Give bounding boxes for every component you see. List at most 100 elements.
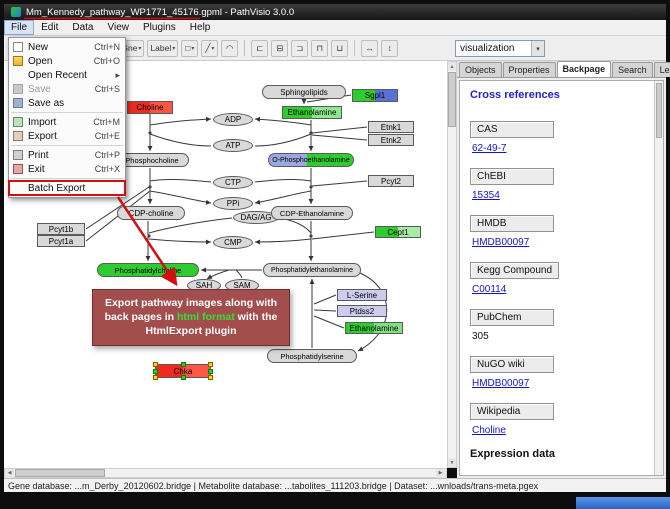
scroll-up-icon[interactable]: ▲ xyxy=(448,62,456,71)
xref-link[interactable]: 15354 xyxy=(472,190,500,201)
align-left-button[interactable]: ⊏ xyxy=(251,39,269,57)
selection-handle[interactable] xyxy=(181,362,186,367)
xref-source-name: ChEBI xyxy=(470,168,554,185)
xref-link[interactable]: HMDB00097 xyxy=(472,378,530,389)
tab-backpage[interactable]: Backpage xyxy=(556,61,612,77)
pathway-node-ethanolamine-top[interactable]: Ethanolamine xyxy=(282,106,342,119)
selection-handle[interactable] xyxy=(153,362,158,367)
align-top-button[interactable]: ⊓ xyxy=(311,39,329,57)
selection-handle[interactable] xyxy=(153,369,158,374)
pathway-node-etnk1[interactable]: Etnk1 xyxy=(368,121,414,133)
pathway-node-l-serine[interactable]: L-Serine xyxy=(337,289,387,301)
pathway-node-phosphatidylserine[interactable]: Phosphatidylserine xyxy=(267,349,357,363)
pathway-node-cept1[interactable]: Cept1 xyxy=(375,226,421,238)
export-icon xyxy=(13,131,23,141)
align-bottom-button[interactable]: ⊔ xyxy=(331,39,349,57)
pathway-node-choline[interactable]: Choline xyxy=(127,101,173,114)
sidebar-scrollbar[interactable] xyxy=(654,81,663,475)
new-line-button[interactable]: ╱▾ xyxy=(201,39,219,57)
pathway-node-pcyt2[interactable]: Pcyt2 xyxy=(368,175,414,187)
new-label-button[interactable]: Label▾ xyxy=(147,39,179,57)
pathway-node-ptdss2[interactable]: Ptdss2 xyxy=(337,305,387,317)
callout-text-after: with the HtmlExport plugin xyxy=(145,311,278,338)
backpage-header: Cross references xyxy=(470,89,560,101)
pathway-node-phosphatidylethanolamine[interactable]: Phosphatidylethanolamine xyxy=(263,263,361,277)
submenu-arrow-icon: ▸ xyxy=(115,69,120,80)
scrollbar-thumb[interactable] xyxy=(15,469,105,477)
statusbar: Gene database: ...m_Derby_20120602.bridg… xyxy=(4,478,666,492)
new-shape-button[interactable]: □▾ xyxy=(181,39,199,57)
xref-link[interactable]: HMDB00097 xyxy=(472,237,530,248)
xref-link[interactable]: 62-49-7 xyxy=(472,143,507,154)
menu-edit[interactable]: Edit xyxy=(41,22,59,33)
menu-data[interactable]: Data xyxy=(72,22,94,33)
callout-text: Export pathway images along with back pa… xyxy=(104,297,278,324)
menu-file[interactable]: File xyxy=(4,20,35,35)
selection-handle[interactable] xyxy=(208,369,213,374)
scroll-left-icon[interactable]: ◀ xyxy=(5,468,14,478)
pathway-node-phosphatidylcholine[interactable]: Phosphatidylcholine xyxy=(97,263,199,277)
tab-properties[interactable]: Properties xyxy=(502,62,556,77)
file-menu-item-open-recent[interactable]: Open Recent▸ xyxy=(9,68,125,82)
distribute-vertical-button[interactable]: ↕ xyxy=(381,39,399,57)
pathway-node-ethanolamine-bottom[interactable]: Ethanolamine xyxy=(345,322,403,334)
menu-shortcut: Ctrl+N xyxy=(94,42,120,52)
xref-link[interactable]: Choline xyxy=(472,425,506,436)
scrollbar-thumb[interactable] xyxy=(656,83,662,138)
selection-handle[interactable] xyxy=(208,375,213,380)
scroll-right-icon[interactable]: ▶ xyxy=(436,468,445,478)
pathway-node-sphingolipids[interactable]: Sphingolipids xyxy=(262,85,346,99)
menu-help[interactable]: Help xyxy=(189,22,211,33)
pathway-node-pcyt1a[interactable]: Pcyt1a xyxy=(37,235,85,247)
selection-handle[interactable] xyxy=(181,375,186,380)
pathway-node-atp[interactable]: ATP xyxy=(213,139,253,152)
pathway-node-ppi[interactable]: PPi xyxy=(213,197,253,210)
align-center-button[interactable]: ⊟ xyxy=(271,39,289,57)
menu-separator xyxy=(11,178,123,179)
align-right-button[interactable]: ⊐ xyxy=(291,39,309,57)
dropdown-arrow-icon[interactable]: ▾ xyxy=(531,41,544,56)
scrollbar-thumb[interactable] xyxy=(448,72,456,127)
canvas-vertical-scrollbar[interactable]: ▲ ▼ xyxy=(447,61,457,468)
canvas-horizontal-scrollbar[interactable]: ◀ ▶ xyxy=(4,468,447,478)
new-arc-button[interactable]: ◠ xyxy=(221,39,239,57)
pathway-node-sgpl1[interactable]: Sgpl1 xyxy=(352,89,398,102)
distribute-horizontal-button[interactable]: ↔ xyxy=(361,39,379,57)
pathway-node-pcyt1b[interactable]: Pcyt1b xyxy=(37,223,85,235)
save-as-icon xyxy=(13,98,23,108)
file-menu-item-batch-export[interactable]: Batch Export xyxy=(8,180,126,196)
annotation-callout: Export pathway images along with back pa… xyxy=(92,289,290,346)
menu-view[interactable]: View xyxy=(107,22,129,33)
menu-plugins[interactable]: Plugins xyxy=(142,22,176,33)
selection-handle[interactable] xyxy=(153,375,158,380)
pathway-node-phosphocholine[interactable]: Phosphocholine xyxy=(115,153,189,167)
pathway-node-cmp[interactable]: CMP xyxy=(213,236,253,249)
tab-search[interactable]: Search xyxy=(612,62,653,77)
pathway-node-ctp[interactable]: CTP xyxy=(213,176,253,189)
pathway-node-adp[interactable]: ADP xyxy=(213,113,253,126)
toolbar-separator xyxy=(244,40,246,56)
titlebar[interactable]: Mm_Kennedy_pathway_WP1771_45176.gpml - P… xyxy=(4,4,666,20)
pathway-node-o-phosphoethanolamine[interactable]: O-Phosphoethanolamine xyxy=(268,153,354,167)
menu-shortcut: Ctrl+M xyxy=(93,117,120,127)
pathway-node-cdp-ethanolamine[interactable]: CDP-Ethanolamine xyxy=(271,206,353,220)
visualization-combo[interactable]: visualization ▾ xyxy=(455,40,545,57)
pathway-node-cdp-choline[interactable]: CDP-choline xyxy=(117,206,185,220)
file-menu-item-save-as[interactable]: Save as xyxy=(9,96,125,110)
scroll-down-icon[interactable]: ▼ xyxy=(448,458,456,467)
menu-shortcut: Ctrl+S xyxy=(94,84,120,94)
pathway-node-chka[interactable]: Chka xyxy=(153,362,213,380)
selection-handle[interactable] xyxy=(208,362,213,367)
tab-objects[interactable]: Objects xyxy=(459,62,502,77)
xref-link[interactable]: C00114 xyxy=(472,284,507,295)
pathway-node-etnk2[interactable]: Etnk2 xyxy=(368,134,414,146)
tab-legend[interactable]: Legend xyxy=(653,62,670,77)
